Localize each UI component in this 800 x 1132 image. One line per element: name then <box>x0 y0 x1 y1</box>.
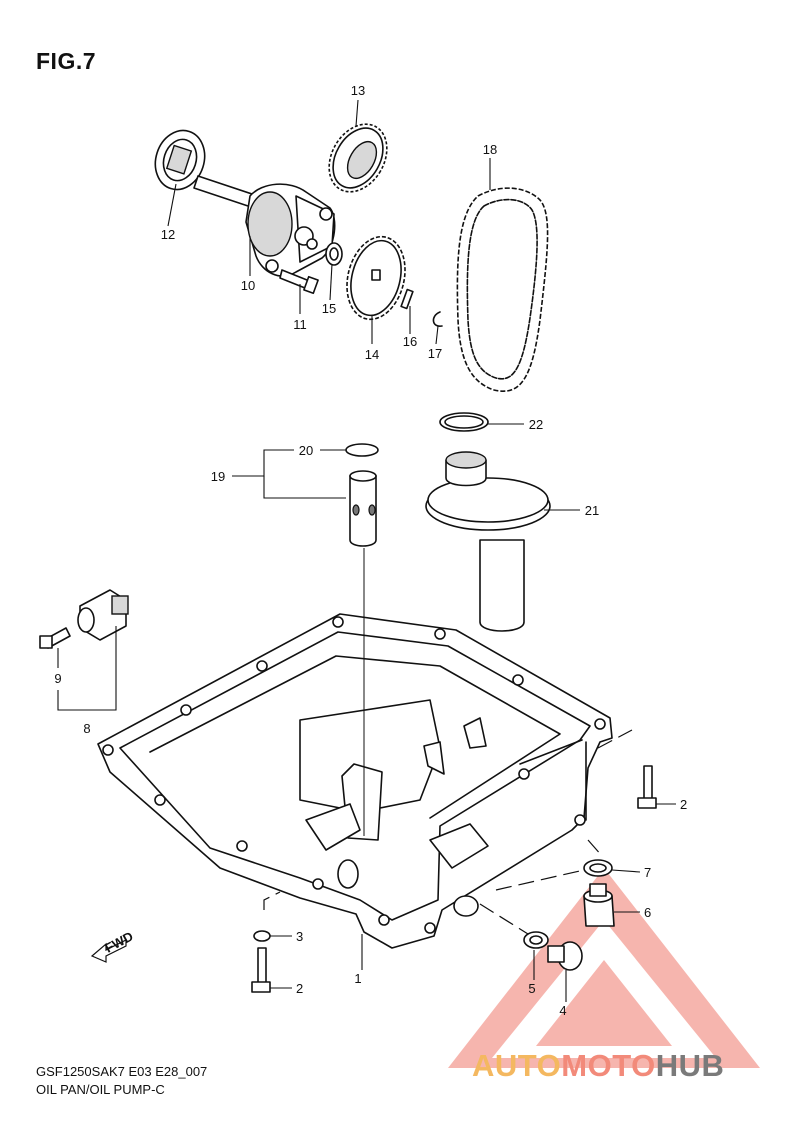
callout-13: 13 <box>351 83 365 98</box>
oil-sensor-8-drawing <box>39 589 129 649</box>
oil-pan-1-drawing <box>97 613 613 949</box>
drive-chain-18-drawing <box>456 187 549 392</box>
watermark-part3: HUB <box>655 1048 725 1083</box>
callout-18: 18 <box>483 142 497 157</box>
callout-6: 6 <box>644 905 651 920</box>
callout-7: 7 <box>644 865 651 880</box>
watermark-part1: AUTO <box>472 1048 562 1083</box>
strainer-21-drawing <box>425 412 551 632</box>
assembly-lines <box>263 548 633 935</box>
callout-21: 21 <box>585 503 599 518</box>
watermark-triangle-logo <box>448 868 760 1068</box>
pipe-19-drawing <box>345 443 379 547</box>
callout-numbers: 1 2 2 3 4 5 6 7 8 9 10 11 12 13 14 15 16… <box>54 83 687 1018</box>
callout-5: 5 <box>528 981 535 996</box>
watermark-part2: MOTO <box>561 1048 656 1083</box>
callout-20: 20 <box>299 443 313 458</box>
callout-17: 17 <box>428 346 442 361</box>
watermark-brand: AUTOMOTOHUB <box>472 1048 724 1084</box>
callout-2-upper: 2 <box>680 797 687 812</box>
figure-title: FIG.7 <box>36 48 97 74</box>
callout-1: 1 <box>354 971 361 986</box>
callout-2-lower: 2 <box>296 981 303 996</box>
callout-16: 16 <box>403 334 417 349</box>
callout-12: 12 <box>161 227 175 242</box>
leader-lines <box>57 99 676 1002</box>
oil-pump-drawing <box>154 129 343 295</box>
callout-4: 4 <box>559 1003 566 1018</box>
figure-footer: GSF1250SAK7 E03 E28_007 OIL PAN/OIL PUMP… <box>36 1063 207 1099</box>
callout-15: 15 <box>322 301 336 316</box>
fwd-label: FWD <box>102 929 135 956</box>
fwd-arrow-icon: FWD <box>90 929 136 963</box>
callout-19: 19 <box>211 469 225 484</box>
callout-11: 11 <box>293 317 307 332</box>
driven-gear-13-drawing <box>328 123 388 193</box>
figure-name: OIL PAN/OIL PUMP-C <box>36 1082 165 1097</box>
figure-code: GSF1250SAK7 E03 E28_007 <box>36 1064 208 1079</box>
callout-22: 22 <box>529 417 543 432</box>
callout-3: 3 <box>296 929 303 944</box>
sprocket-14-drawing <box>346 235 443 327</box>
callout-9: 9 <box>54 671 61 686</box>
drain-parts-drawing <box>251 765 657 993</box>
callout-10: 10 <box>241 278 255 293</box>
callout-14: 14 <box>365 347 379 362</box>
callout-8: 8 <box>83 721 90 736</box>
